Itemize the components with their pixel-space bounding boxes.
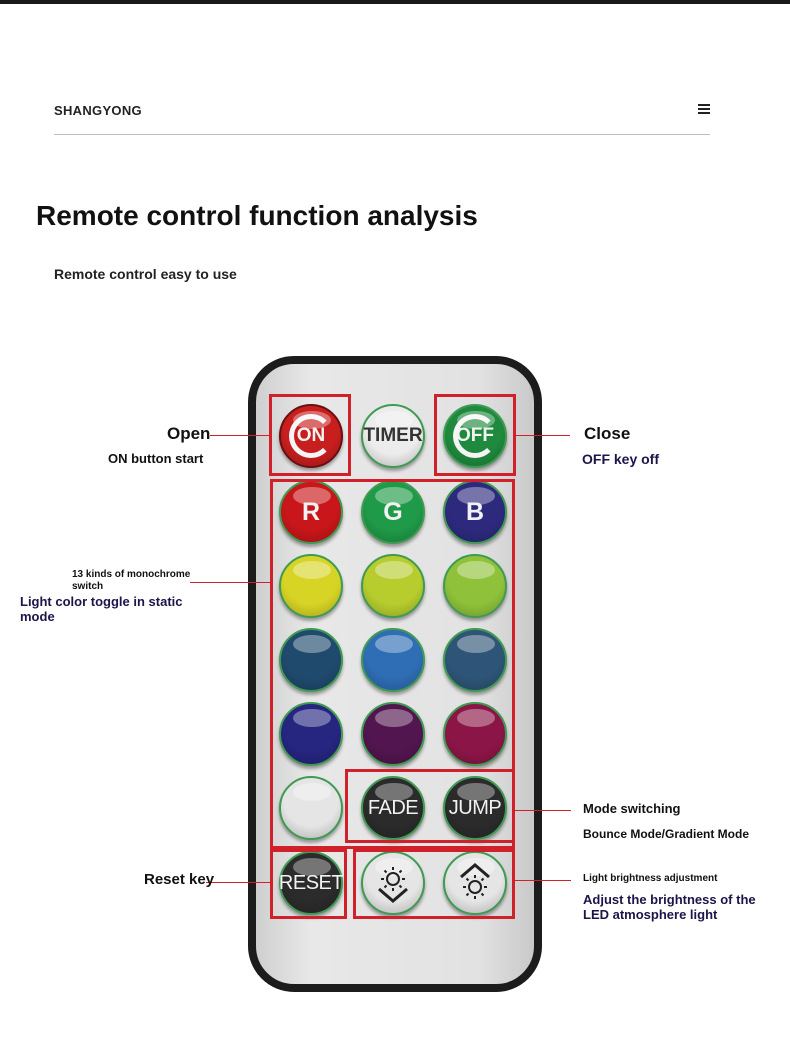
white-color-button[interactable]	[279, 776, 343, 840]
slate-blue-color-button[interactable]	[443, 628, 507, 692]
leader-close	[516, 435, 570, 436]
blue-button[interactable]: B	[443, 480, 507, 544]
mode-switching-label: Mode switching	[583, 801, 681, 816]
leader-brightness	[515, 880, 571, 881]
mode-switching-description: Bounce Mode/Gradient Mode	[583, 827, 750, 841]
brightness-up-icon	[460, 863, 490, 899]
brightness-down-button[interactable]	[361, 851, 425, 915]
page-title: Remote control function analysis	[36, 200, 478, 231]
top-edge-bar	[0, 0, 790, 4]
reset-key-label: Reset key	[144, 871, 215, 888]
leader-monochrome	[190, 582, 270, 583]
brightness-description-line1: Adjust the brightness of the	[583, 892, 756, 907]
open-label: Open	[167, 424, 211, 443]
fade-button[interactable]: FADE	[361, 776, 425, 840]
off-button[interactable]: OFF	[443, 404, 507, 468]
leader-open	[210, 435, 270, 436]
hamburger-menu-icon[interactable]	[698, 104, 710, 116]
monochrome-label-line1: 13 kinds of monochrome	[72, 569, 191, 580]
indigo-color-button[interactable]	[279, 702, 343, 766]
dark-teal-color-button[interactable]	[279, 628, 343, 692]
monochrome-description-line2: mode	[20, 609, 55, 624]
close-description: OFF key off	[582, 451, 660, 467]
brightness-label: Light brightness adjustment	[583, 873, 718, 884]
timer-button[interactable]: TIMER	[361, 404, 425, 468]
page-subtitle: Remote control easy to use	[54, 266, 237, 282]
jump-button[interactable]: JUMP	[443, 776, 507, 840]
yellow-green-color-button[interactable]	[361, 554, 425, 618]
brightness-description-line2: LED atmosphere light	[583, 907, 718, 922]
header-divider	[54, 134, 710, 135]
sky-blue-color-button[interactable]	[361, 628, 425, 692]
brightness-down-icon	[378, 867, 408, 903]
yellow-color-button[interactable]	[279, 554, 343, 618]
magenta-color-button[interactable]	[443, 702, 507, 766]
leader-mode	[515, 810, 571, 811]
light-green-color-button[interactable]	[443, 554, 507, 618]
brightness-up-button[interactable]	[443, 851, 507, 915]
leader-reset	[206, 882, 270, 883]
on-button[interactable]: ON	[279, 404, 343, 468]
red-button[interactable]: R	[279, 480, 343, 544]
brand-name[interactable]: SHANGYONG	[54, 103, 142, 118]
monochrome-label-line2: switch	[72, 581, 104, 592]
reset-button[interactable]: RESET	[279, 851, 344, 915]
green-button[interactable]: G	[361, 480, 425, 544]
open-description: ON button start	[108, 451, 204, 466]
close-label: Close	[584, 424, 631, 443]
monochrome-description-line1: Light color toggle in static	[20, 594, 183, 609]
purple-color-button[interactable]	[361, 702, 425, 766]
